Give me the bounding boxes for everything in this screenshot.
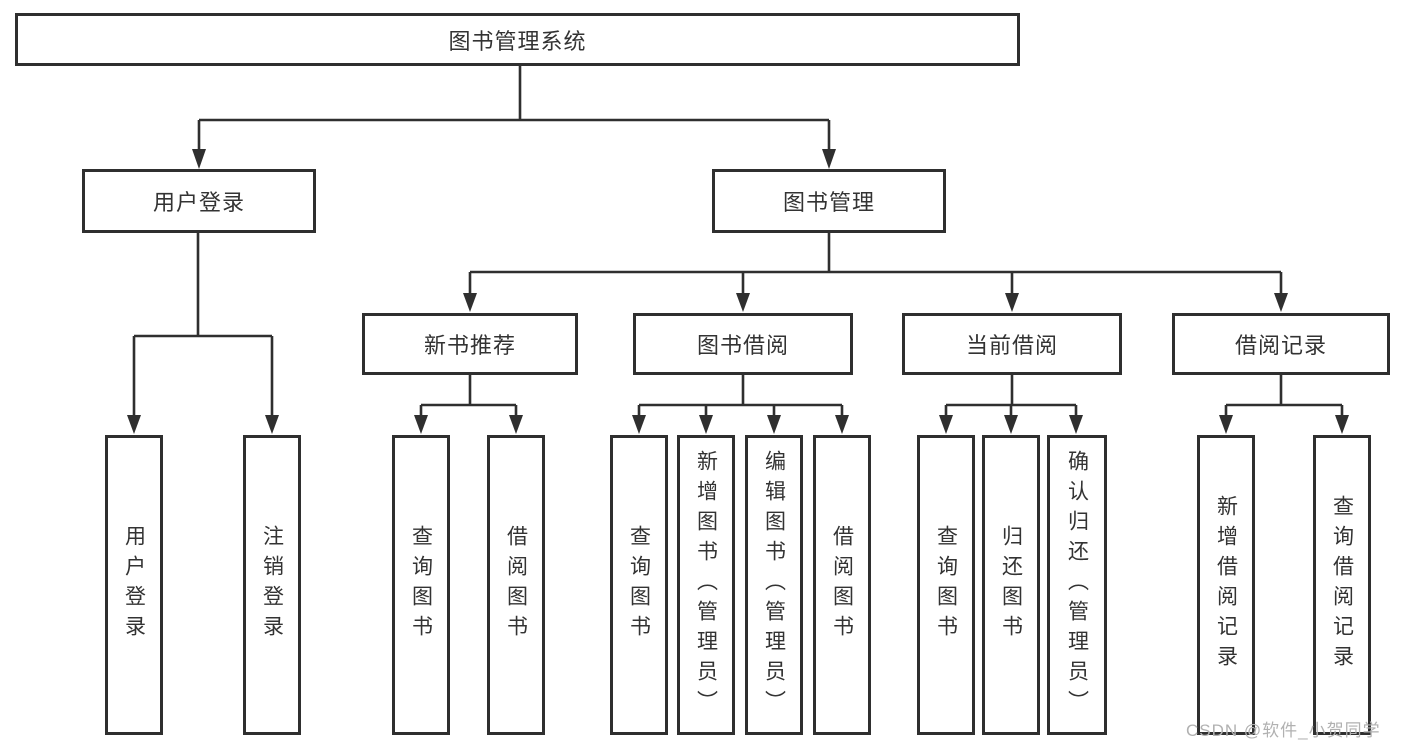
node-borrow-records: 借阅记录 (1172, 313, 1390, 375)
leaf-user-login-label: 用户登录 (122, 525, 146, 645)
node-current-borrow-label: 当前借阅 (965, 333, 1058, 358)
leaf-br-query-record: 查询借阅记录 (1313, 435, 1371, 735)
node-book-borrow: 图书借阅 (633, 313, 853, 375)
leaf-cb-confirm-return-admin-label: 确认归还（管理员） (1065, 450, 1089, 720)
leaf-logout: 注销登录 (243, 435, 301, 735)
node-user-login: 用户登录 (82, 169, 316, 233)
leaf-bb-borrow-books-label: 借阅图书 (830, 525, 854, 645)
node-book-borrow-label: 图书借阅 (696, 333, 789, 358)
leaf-nb-borrow-books: 借阅图书 (487, 435, 545, 735)
leaf-bb-edit-books-admin-label: 编辑图书（管理员） (762, 450, 786, 720)
leaf-cb-return-books-label: 归还图书 (999, 525, 1023, 645)
node-new-book-recommend: 新书推荐 (362, 313, 578, 375)
leaf-bb-borrow-books: 借阅图书 (813, 435, 871, 735)
leaf-br-add-record-label: 新增借阅记录 (1214, 495, 1238, 675)
leaf-logout-label: 注销登录 (260, 525, 284, 645)
leaf-bb-query-books-label: 查询图书 (627, 525, 651, 645)
leaf-br-add-record: 新增借阅记录 (1197, 435, 1255, 735)
leaf-cb-confirm-return-admin: 确认归还（管理员） (1047, 435, 1107, 735)
leaf-nb-query-books: 查询图书 (392, 435, 450, 735)
leaf-cb-query-books-label: 查询图书 (934, 525, 958, 645)
leaf-bb-add-books-admin-label: 新增图书（管理员） (694, 450, 718, 720)
csdn-watermark: CSDN @软件_小贺同学 (1186, 721, 1381, 740)
leaf-nb-borrow-books-label: 借阅图书 (504, 525, 528, 645)
leaf-user-login: 用户登录 (105, 435, 163, 735)
node-book-management: 图书管理 (712, 169, 946, 233)
node-root-system: 图书管理系统 (15, 13, 1020, 66)
leaf-bb-edit-books-admin: 编辑图书（管理员） (745, 435, 803, 735)
node-user-login-label: 用户登录 (152, 190, 245, 215)
leaf-cb-query-books: 查询图书 (917, 435, 975, 735)
leaf-cb-return-books: 归还图书 (982, 435, 1040, 735)
leaf-nb-query-books-label: 查询图书 (409, 525, 433, 645)
node-borrow-records-label: 借阅记录 (1234, 333, 1327, 358)
leaf-bb-query-books: 查询图书 (610, 435, 668, 735)
leaf-br-query-record-label: 查询借阅记录 (1330, 495, 1354, 675)
node-book-management-label: 图书管理 (782, 190, 875, 215)
node-root-label: 图书管理系统 (448, 28, 587, 54)
node-new-book-recommend-label: 新书推荐 (423, 333, 516, 358)
leaf-bb-add-books-admin: 新增图书（管理员） (677, 435, 735, 735)
node-current-borrow: 当前借阅 (902, 313, 1122, 375)
